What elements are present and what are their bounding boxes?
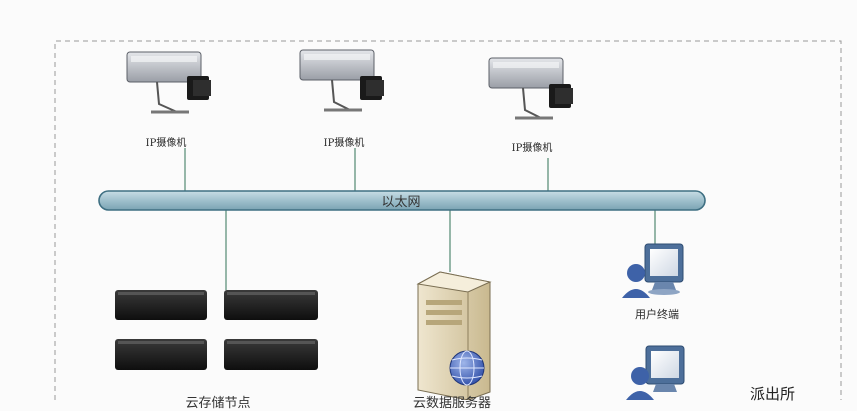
ip-camera-2-icon: [299, 49, 384, 112]
ip-camera-3-icon: [488, 57, 573, 120]
user-terminal-label: 用户终端: [635, 308, 679, 321]
station-terminal-icon: [626, 345, 685, 400]
storage-nodes-label: 云存储节点: [185, 396, 251, 411]
data-server-label: 云数据服务器: [412, 396, 492, 411]
camera-2-label: IP摄像机: [323, 138, 365, 149]
boundary-dashed-frame: [54, 40, 842, 400]
storage-node-1-icon: [115, 290, 207, 320]
ethernet-bus: [98, 190, 706, 211]
storage-node-3-icon: [115, 339, 207, 370]
station-user-icon: [631, 367, 649, 385]
ip-camera-1-icon: [126, 51, 211, 114]
camera-1-label: IP摄像机: [145, 138, 187, 149]
data-server-icon: [416, 271, 492, 400]
user-avatar-icon: [627, 264, 645, 282]
network-diagram: [54, 40, 842, 400]
storage-node-4-icon: [224, 339, 318, 370]
connector-lines: [184, 148, 656, 290]
user-terminal-icon: [622, 243, 684, 298]
camera-3-label: IP摄像机: [511, 143, 553, 154]
police-station-label: 派出所: [750, 385, 796, 403]
storage-node-2-icon: [224, 290, 318, 320]
ethernet-bus-label: 以太网: [381, 195, 421, 210]
